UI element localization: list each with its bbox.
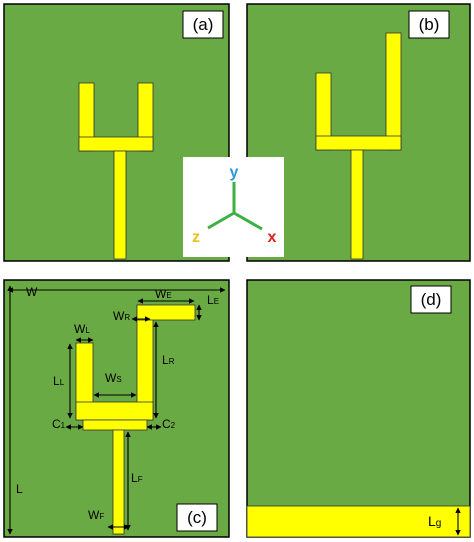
dim-label-L: L [16, 482, 23, 496]
panel-a-patch [78, 82, 154, 260]
dim-label-C2: C2 [162, 417, 176, 431]
dim-label-LF: LF [131, 471, 143, 485]
panel-a: (a) [3, 3, 230, 262]
dim-label-WL: WL [74, 322, 90, 336]
panel-b: (b) [246, 3, 471, 262]
dim-label-LE: LE [207, 293, 219, 307]
panel-b-label-box [408, 10, 450, 39]
panel-a-label-box [182, 10, 224, 39]
panel-c-patch [75, 304, 196, 535]
x-axis-label: x [268, 229, 277, 246]
z-axis-label: z [192, 229, 200, 246]
panel-d-substrate [246, 279, 471, 538]
dim-label-WR: WR [113, 309, 130, 323]
x-axis-arm [233, 211, 263, 231]
dim-label-Lg: Lg [428, 513, 441, 529]
dim-label-WS: WS [105, 371, 122, 385]
panel-c-label: (c) [187, 508, 207, 527]
panel-c: W WE LE WL WR LR LL WS C1 C2 L LF WF (c) [3, 279, 230, 538]
panel-d: Lg (d) [246, 279, 471, 538]
panel-c-label-box [176, 503, 218, 532]
panel-c-dimensions [7, 285, 226, 535]
axes-legend: y z x [183, 157, 284, 257]
dim-label-LL: LL [53, 374, 65, 388]
z-axis-arm [207, 211, 235, 230]
panel-d-label: (d) [421, 290, 442, 309]
dim-label-C1: C1 [52, 417, 66, 431]
panel-b-label: (b) [419, 15, 440, 34]
dim-label-WE: WE [155, 287, 172, 301]
dim-label-LR: LR [162, 353, 175, 367]
y-axis-label: y [230, 164, 239, 181]
dim-label-W: W [26, 285, 38, 299]
dim-label-WF: WF [88, 508, 104, 522]
panel-d-ground-plane [246, 505, 471, 538]
panel-a-label: (a) [193, 15, 214, 34]
panel-b-patch [315, 32, 402, 260]
panel-d-label-box [410, 285, 452, 314]
